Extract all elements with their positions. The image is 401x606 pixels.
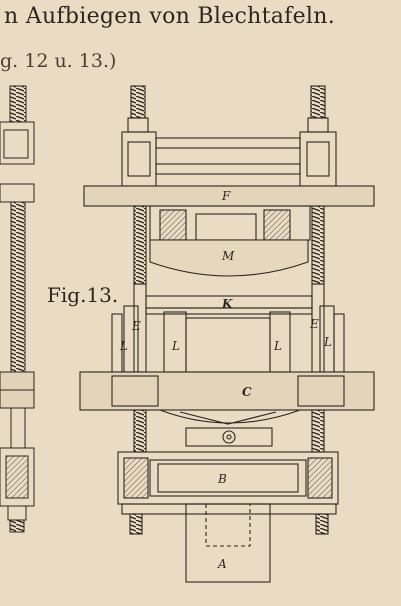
stem-A <box>185 503 271 583</box>
block-B <box>149 459 307 497</box>
label-L4: L <box>323 335 332 349</box>
label-K: K <box>221 297 233 311</box>
bending-bow <box>159 409 301 424</box>
top-right-housing <box>299 131 337 187</box>
fig12-partial-view <box>0 85 35 533</box>
label-L1: L <box>119 339 128 353</box>
part-labels: F M K E E L L L L C B A <box>119 189 332 571</box>
label-C: C <box>242 385 252 399</box>
press-machine <box>79 85 375 583</box>
top-left-screw <box>130 85 146 119</box>
page-title: n Aufbiegen von Blechtafeln. <box>4 4 336 29</box>
label-E-left: E <box>131 319 141 333</box>
label-F: F <box>221 189 231 203</box>
former-M <box>149 239 309 277</box>
label-M: M <box>221 249 235 263</box>
center-pin <box>222 430 236 444</box>
left-main-screw <box>133 205 147 285</box>
label-A: A <box>217 557 227 571</box>
right-main-screw <box>311 205 325 285</box>
crossbeam-C <box>79 371 375 411</box>
figure-label: Fig.13. <box>47 283 119 307</box>
label-L3: L <box>273 339 282 353</box>
top-right-screw <box>310 85 326 119</box>
label-E-right: E <box>309 317 319 331</box>
label-B: B <box>217 472 227 486</box>
figure-reference: g. 12 u. 13.) <box>0 50 117 72</box>
label-L2: L <box>171 339 180 353</box>
top-left-housing <box>121 131 157 187</box>
